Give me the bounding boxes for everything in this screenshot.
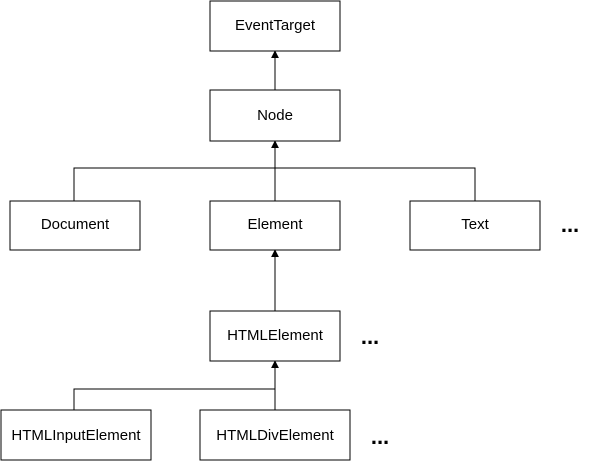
- ellipsis-htmlelement-children: ...: [371, 424, 389, 449]
- node-label: Text: [461, 216, 489, 233]
- node-htmlelement: HTMLElement: [209, 310, 341, 362]
- node-label: HTMLElement: [227, 327, 324, 344]
- edges: [73, 50, 476, 410]
- node-node: Node: [209, 89, 341, 142]
- node-label: Node: [257, 107, 293, 124]
- node-htmlinputelement: HTMLInputElement: [0, 409, 152, 461]
- ellipsis-element-children: ...: [361, 324, 379, 349]
- edge-text-to-node: [275, 167, 476, 201]
- node-label: EventTarget: [235, 17, 316, 34]
- node-label: HTMLDivElement: [216, 427, 334, 444]
- node-label: HTMLInputElement: [11, 427, 141, 444]
- node-label: Document: [41, 216, 110, 233]
- node-document: Document: [9, 200, 141, 251]
- node-htmldivelement: HTMLDivElement: [199, 409, 351, 461]
- edge-htmlinputelement-to-htmlelement: [73, 388, 275, 410]
- node-label: Element: [247, 216, 303, 233]
- node-text: Text: [409, 200, 541, 251]
- node-element: Element: [209, 200, 341, 251]
- ellipsis-node-children: ...: [561, 212, 579, 237]
- edge-document-to-node: [73, 167, 275, 201]
- node-eventtarget: EventTarget: [209, 0, 341, 52]
